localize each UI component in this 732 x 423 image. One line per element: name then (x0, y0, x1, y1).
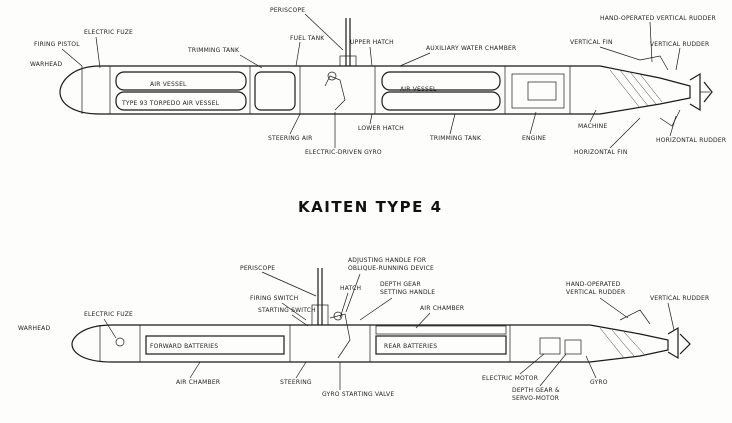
bottom-label-vertical-rudder: VERTICAL RUDDER (650, 295, 709, 302)
top-label-electric-gyro: ELECTRIC-DRIVEN GYRO (305, 149, 382, 156)
top-label-firing-pistol: FIRING PISTOL (34, 41, 80, 48)
top-label-warhead: WARHEAD (30, 61, 62, 68)
top-label-vertical-rudder: VERTICAL RUDDER (650, 41, 709, 48)
bottom-periscope (311, 268, 351, 359)
top-label-air-vessel-2: AIR VESSEL (400, 86, 437, 93)
bottom-label-gyro: GYRO (590, 379, 608, 386)
bottom-label-adjusting-handle-2: OBLIQUE-RUNNING DEVICE (348, 265, 434, 272)
bottom-label-air-chamber-bottom: AIR CHAMBER (176, 379, 220, 386)
top-label-upper-hatch: UPPER HATCH (350, 39, 394, 46)
bottom-label-depth-gear-2: SERVO-MOTOR (512, 395, 559, 402)
diagram-title: KAITEN TYPE 4 (298, 198, 443, 216)
top-periscope (324, 18, 357, 111)
bottom-label-starting-switch: STARTING SWITCH (258, 307, 316, 314)
bottom-label-hand-rudder-1: HAND-OPERATED (566, 281, 621, 288)
top-label-trimming-tank-bottom: TRIMMING TANK (429, 135, 482, 142)
bottom-label-adjusting-handle-1: ADJUSTING HANDLE FOR (348, 257, 426, 264)
top-label-periscope: PERISCOPE (270, 7, 305, 14)
top-label-steering-air: STEERING AIR (268, 135, 312, 142)
top-label-lower-hatch: LOWER HATCH (358, 125, 404, 132)
top-label-air-vessel-1: AIR VESSEL (150, 81, 187, 88)
bottom-label-steering: STEERING (280, 379, 312, 386)
bottom-hull (71, 309, 691, 363)
top-hull (59, 55, 713, 127)
top-label-vertical-fin: VERTICAL FIN (570, 39, 613, 46)
top-label-torpedo-air-vessel: TYPE 93 TORPEDO AIR VESSEL (121, 100, 220, 107)
bottom-label-depth-gear-handle-2: SETTING HANDLE (380, 289, 435, 296)
bottom-label-air-chamber-top: AIR CHAMBER (420, 305, 464, 312)
bottom-label-depth-gear-handle-1: DEPTH GEAR (380, 281, 421, 288)
bottom-labels: PERISCOPE ADJUSTING HANDLE FOR OBLIQUE-R… (18, 257, 709, 402)
top-label-engine: ENGINE (522, 135, 546, 142)
bottom-label-electric-fuze: ELECTRIC FUZE (84, 311, 133, 318)
bottom-label-warhead: WARHEAD (18, 325, 50, 332)
top-air-vessels (115, 71, 565, 111)
top-label-horizontal-fin: HORIZONTAL FIN (574, 149, 628, 156)
bottom-label-electric-motor: ELECTRIC MOTOR (482, 375, 538, 382)
bottom-label-depth-gear-1: DEPTH GEAR & (512, 387, 560, 394)
bottom-label-gyro-valve: GYRO STARTING VALVE (322, 391, 394, 398)
bottom-label-hatch: HATCH (340, 285, 361, 292)
bottom-label-periscope: PERISCOPE (240, 265, 275, 272)
bottom-label-forward-batteries: FORWARD BATTERIES (150, 343, 218, 350)
top-label-trimming-tank: TRIMMING TANK (187, 47, 240, 54)
bottom-compartments (115, 325, 582, 355)
top-label-aux-water-chamber: AUXILIARY WATER CHAMBER (426, 45, 516, 52)
bottom-label-rear-batteries: REAR BATTERIES (384, 343, 437, 350)
top-label-machine: MACHINE (578, 123, 607, 130)
top-label-fuel-tank: FUEL TANK (290, 35, 325, 42)
bottom-label-firing-switch: FIRING SWITCH (250, 295, 298, 302)
bottom-label-hand-rudder-2: VERTICAL RUDDER (566, 289, 625, 296)
top-label-horizontal-rudder: HORIZONTAL RUDDER (656, 137, 726, 144)
top-label-hand-operated-rudder: HAND-OPERATED VERTICAL RUDDER (600, 15, 716, 22)
top-labels: PERISCOPE ELECTRIC FUZE FIRING PISTOL WA… (30, 7, 726, 156)
top-label-electric-fuze: ELECTRIC FUZE (84, 29, 133, 36)
